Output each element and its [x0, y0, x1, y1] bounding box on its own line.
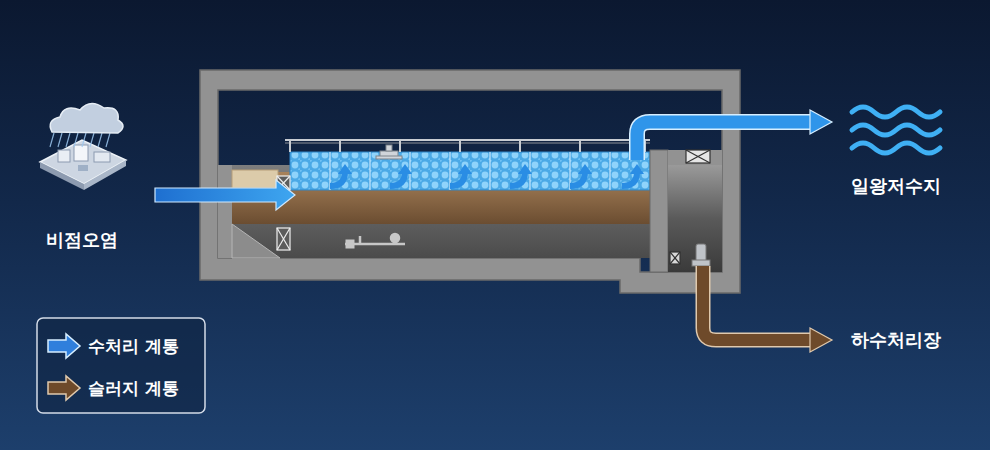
- sludge-arrow-part: [810, 328, 832, 352]
- city-rain-icon: [40, 103, 126, 190]
- chamber-roof: [668, 150, 722, 165]
- handrail-part: [579, 140, 581, 152]
- upflow-arrows-part: [458, 164, 472, 174]
- partition-wall: [650, 150, 668, 272]
- water-waves-icon-part: [852, 143, 940, 153]
- water-waves-icon: [852, 107, 940, 153]
- outlet-arrow-part: [637, 122, 812, 160]
- city-rain-icon-part-part: [58, 133, 62, 147]
- legend-label: 슬러지 계통: [88, 378, 179, 398]
- upflow-arrows-part: [330, 172, 345, 186]
- city-rain-icon-part: [74, 145, 88, 161]
- city-rain-icon-part-part: [74, 133, 78, 147]
- inlet-block: [232, 170, 278, 188]
- bottom-pipe-part: [359, 236, 362, 244]
- city-rain-icon-part-part: [50, 133, 54, 147]
- city-rain-icon-part: [84, 160, 126, 190]
- mixer-part: [376, 156, 402, 159]
- node-label: 일왕저수지: [851, 175, 941, 198]
- city-rain-icon-part-part: [82, 133, 86, 147]
- city-rain-icon-part-part: [66, 133, 70, 147]
- media-dividers: [330, 152, 610, 190]
- upflow-arrows-part: [630, 164, 644, 174]
- gate-box-part: [686, 150, 710, 163]
- legend-entry: 수처리 계통: [88, 336, 179, 356]
- gate-box-part: [670, 252, 680, 264]
- legend-box: [37, 318, 205, 413]
- upflow-arrows-part: [390, 172, 405, 186]
- handrail-part: [519, 140, 521, 152]
- valve-box-part: [277, 228, 290, 250]
- left-wall: [218, 165, 232, 258]
- gate-box-part: [670, 252, 680, 264]
- handrail-part: [339, 140, 341, 152]
- upflow-arrows-part: [622, 172, 637, 186]
- node-label: 비점오염: [46, 229, 118, 252]
- valve-box-part: [277, 228, 290, 250]
- outlet-arrow-part: [637, 122, 812, 160]
- sludge-pump-part: [692, 260, 710, 266]
- water-waves-icon-part: [852, 125, 940, 135]
- city-rain-icon-part: [78, 165, 88, 171]
- city-rain-icon-part-part: [106, 133, 110, 147]
- upflow-arrows-part: [338, 164, 352, 174]
- handrail-part: [289, 140, 291, 152]
- legend-arrow-sample: [48, 376, 80, 400]
- city-rain-icon-part-part: [98, 133, 102, 147]
- sludge-arrow-part: [703, 266, 812, 340]
- bottom-pipe-part: [391, 234, 399, 242]
- upflow-arrows-part: [578, 164, 592, 174]
- mixer: [376, 145, 402, 159]
- concrete-frame: [200, 70, 740, 293]
- bottom-pipe-part: [346, 240, 354, 248]
- city-rain-icon-part: [50, 133, 110, 147]
- gate-box-part: [686, 150, 710, 163]
- node-label: 하수처리장: [851, 329, 941, 352]
- water-waves-icon-part: [852, 107, 940, 117]
- upflow-arrows-part: [510, 172, 525, 186]
- gate-box: [670, 150, 710, 264]
- bottom-pipe: [345, 234, 405, 248]
- city-rain-icon-part: [40, 140, 126, 184]
- mixer-part: [386, 145, 392, 151]
- filter-media: [290, 152, 650, 190]
- upflow-arrows-part: [450, 172, 465, 186]
- gate-box-part: [686, 150, 710, 163]
- handrail-part: [399, 140, 401, 152]
- city-rain-icon-part: [50, 103, 123, 133]
- valve-box-part: [277, 228, 290, 250]
- media-dividers-part: [489, 152, 490, 190]
- upflow-arrows-part: [570, 172, 585, 186]
- upflow-arrows: [330, 164, 644, 186]
- city-rain-icon-part: [40, 162, 84, 190]
- sludge-arrow-part: [703, 266, 812, 340]
- sludge-pump-part: [696, 244, 706, 262]
- media-dividers-part: [369, 152, 370, 190]
- sludge-arrow: [703, 266, 832, 352]
- sloped-floor: [232, 224, 280, 258]
- handrail: [285, 140, 650, 152]
- media-dividers-part: [609, 152, 610, 190]
- city-rain-icon-part: [94, 152, 110, 162]
- handrail-part: [459, 140, 461, 152]
- city-rain-icon-part-part: [90, 133, 94, 147]
- city-rain-icon-part: [58, 150, 70, 162]
- labelled-icon: 비점오염: [42, 227, 122, 254]
- inlet-arrow: [155, 180, 295, 210]
- outlet-arrow: [637, 110, 832, 160]
- gate-box-part: [670, 252, 680, 264]
- outlet-arrow-part: [810, 110, 832, 134]
- labelled-icon: 하수처리장: [847, 327, 945, 354]
- labelled-icon: 일왕저수지: [847, 173, 945, 200]
- legend-label: 수처리 계통: [88, 336, 179, 356]
- upflow-arrows-part: [518, 164, 532, 174]
- legend-arrow-sample: [48, 334, 80, 358]
- upflow-arrows-part: [398, 164, 412, 174]
- inlet-arrow-part: [155, 180, 295, 210]
- sludge-pump: [692, 244, 710, 266]
- legend-entry: 슬러지 계통: [88, 378, 179, 398]
- sludge-chamber: [668, 165, 722, 272]
